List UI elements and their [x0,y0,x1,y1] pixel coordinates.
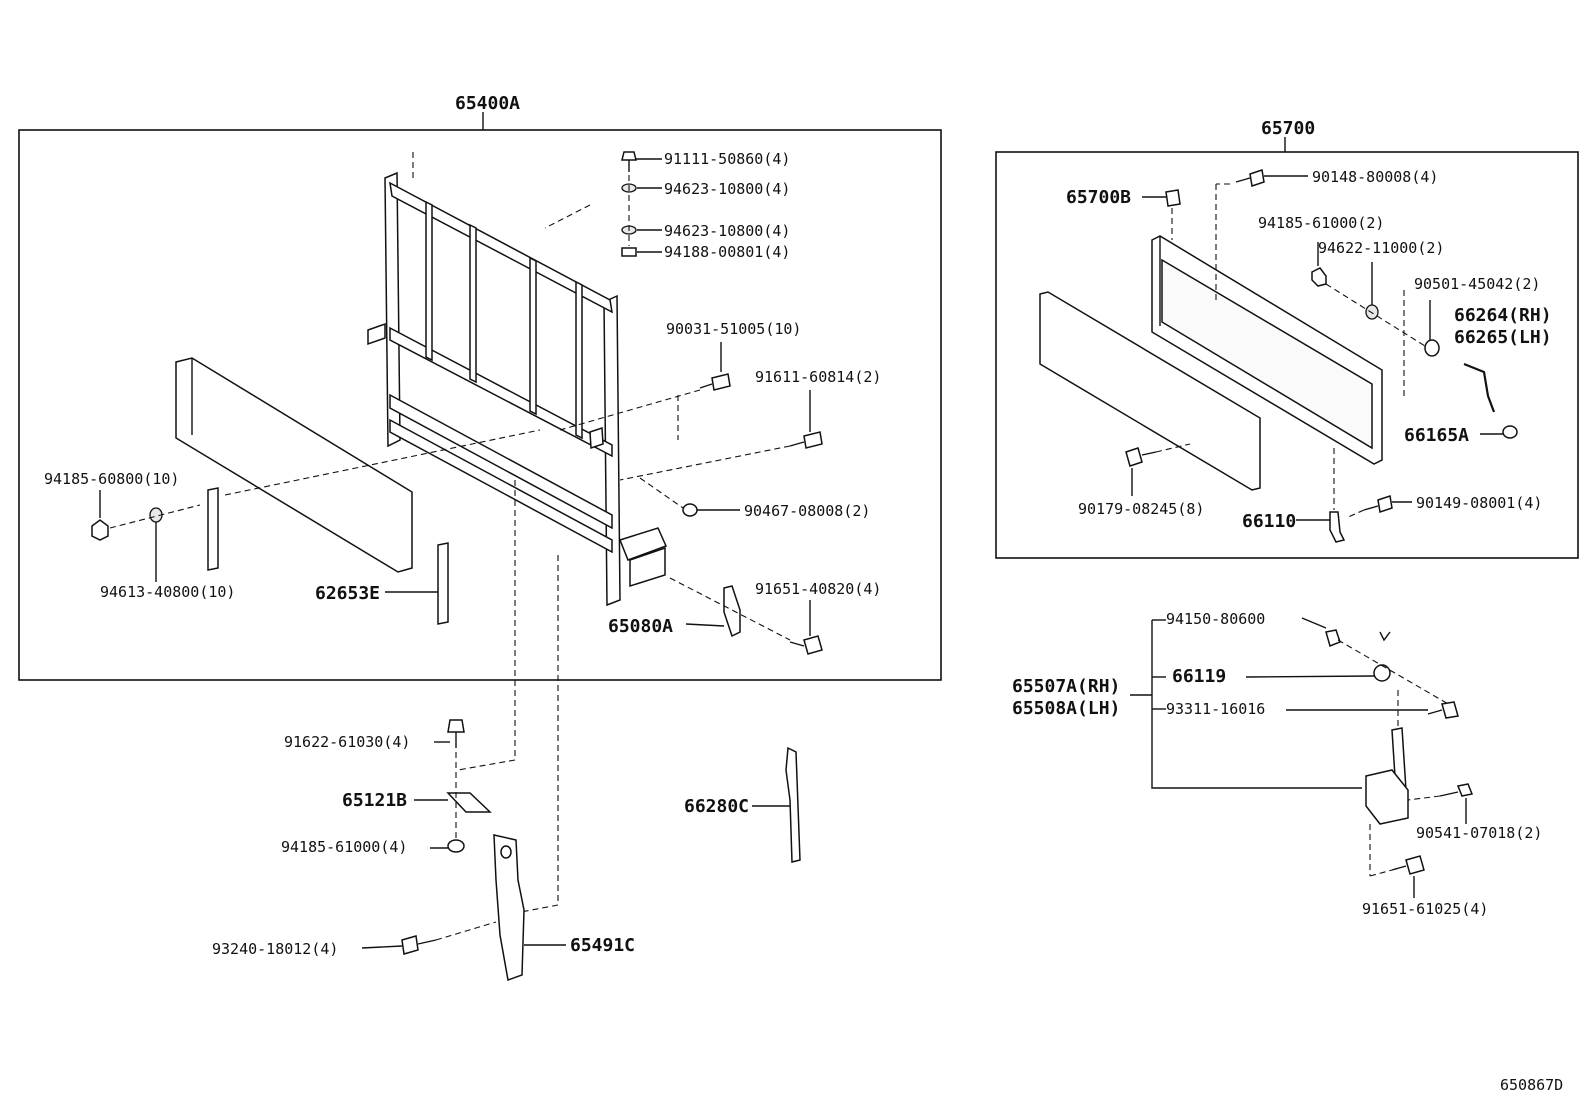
label-91651-61025: 91651-61025(4) [1362,900,1488,918]
bolt-91622 [447,719,465,748]
label-94613-40800: 94613-40800(10) [100,583,235,601]
spacer-strip [207,487,219,571]
label-65700b: 65700B [1066,187,1131,208]
label-91622-61030: 91622-61030(4) [284,733,410,751]
hook-65080a [685,585,741,638]
label-66110: 66110 [1242,511,1296,532]
label-66264-rh: 66264(RH) [1454,305,1552,326]
bolt-91611 [789,390,823,449]
label-90467-08008: 90467-08008(2) [744,502,870,520]
label-66280c: 66280C [684,796,749,817]
bracket-66110 [1329,511,1346,543]
bracket-65121b [446,792,492,813]
label-65508a-lh: 65508A(LH) [1012,698,1120,719]
label-94185-61000-a: 94185-61000(4) [281,838,407,856]
label-94622-11000: 94622-11000(2) [1318,239,1444,257]
label-65700: 65700 [1261,118,1315,139]
label-66119: 66119 [1172,666,1226,687]
label-90179-08245: 90179-08245(8) [1078,500,1204,518]
bushing-90501 [1424,339,1440,357]
bolt-90179 [1125,447,1157,496]
label-91611-60814: 91611-60814(2) [755,368,881,386]
label-94185-61000-b: 94185-61000(2) [1258,214,1384,232]
bolt-91111 [621,151,637,172]
hinge-assy-bracket-line [1151,620,1362,789]
bolt-91651-61025 [1391,855,1425,898]
label-65080a: 65080A [608,616,673,637]
label-90149-08001: 90149-08001(4) [1416,494,1542,512]
tailgate-panel [1039,291,1261,491]
label-65507a-rh: 65507A(RH) [1012,676,1120,697]
label-91111-50860: 91111-50860(4) [664,150,790,168]
rod-66264 [1463,362,1496,413]
nut-94150 [1325,629,1341,648]
label-93240-18012: 93240-18012(4) [212,940,338,958]
tailgate-frame [1151,235,1383,465]
pin-90541 [1439,783,1474,824]
clip-90467 [682,503,740,517]
washer-94622 [1365,304,1379,320]
label-65491c: 65491C [570,935,635,956]
pin-66165a [1502,425,1518,439]
label-90148-80008: 90148-80008(4) [1312,168,1438,186]
bar-66280c [785,746,801,863]
clip-65700b [1165,189,1181,207]
bolt-90149 [1363,495,1412,513]
nut-94188 [621,247,637,257]
bolt-93311 [1427,701,1459,719]
bolt-90148 [1235,169,1308,187]
label-66265-lh: 66265(LH) [1454,327,1552,348]
label-94623-10800-b: 94623-10800(4) [664,222,790,240]
label-90501-45042: 90501-45042(2) [1414,275,1540,293]
spacer-strip-62653e [437,542,449,625]
hinge-pin-66119 [1373,664,1391,682]
label-66165a: 66165A [1404,425,1469,446]
bracket-65491c [493,834,525,982]
bolt-91651-40820 [789,600,823,655]
label-90031-51005: 90031-51005(10) [666,320,801,338]
header-board-group-box [18,129,942,681]
label-94150-80600: 94150-80600 [1166,610,1265,628]
label-62653e: 62653E [315,583,380,604]
nut-94185-60800 [91,490,109,541]
tailgate-group-box [995,151,1579,559]
bolt-90031 [699,342,731,391]
label-94185-60800: 94185-60800(10) [44,470,179,488]
header-frame [367,171,668,607]
label-93311-16016: 93311-16016 [1166,700,1265,718]
bolt-93240 [361,935,437,955]
diagram-code: 650867D [1500,1076,1563,1094]
label-65121b: 65121B [342,790,407,811]
label-91651-40820: 91651-40820(4) [755,580,881,598]
label-94623-10800-a: 94623-10800(4) [664,180,790,198]
label-94188-00801: 94188-00801(4) [664,243,790,261]
label-90541-07018: 90541-07018(2) [1416,824,1542,842]
nut-94185-61000-b [1311,267,1327,287]
nut-94185-61000-a [447,839,465,853]
label-65400a: 65400A [455,93,520,114]
